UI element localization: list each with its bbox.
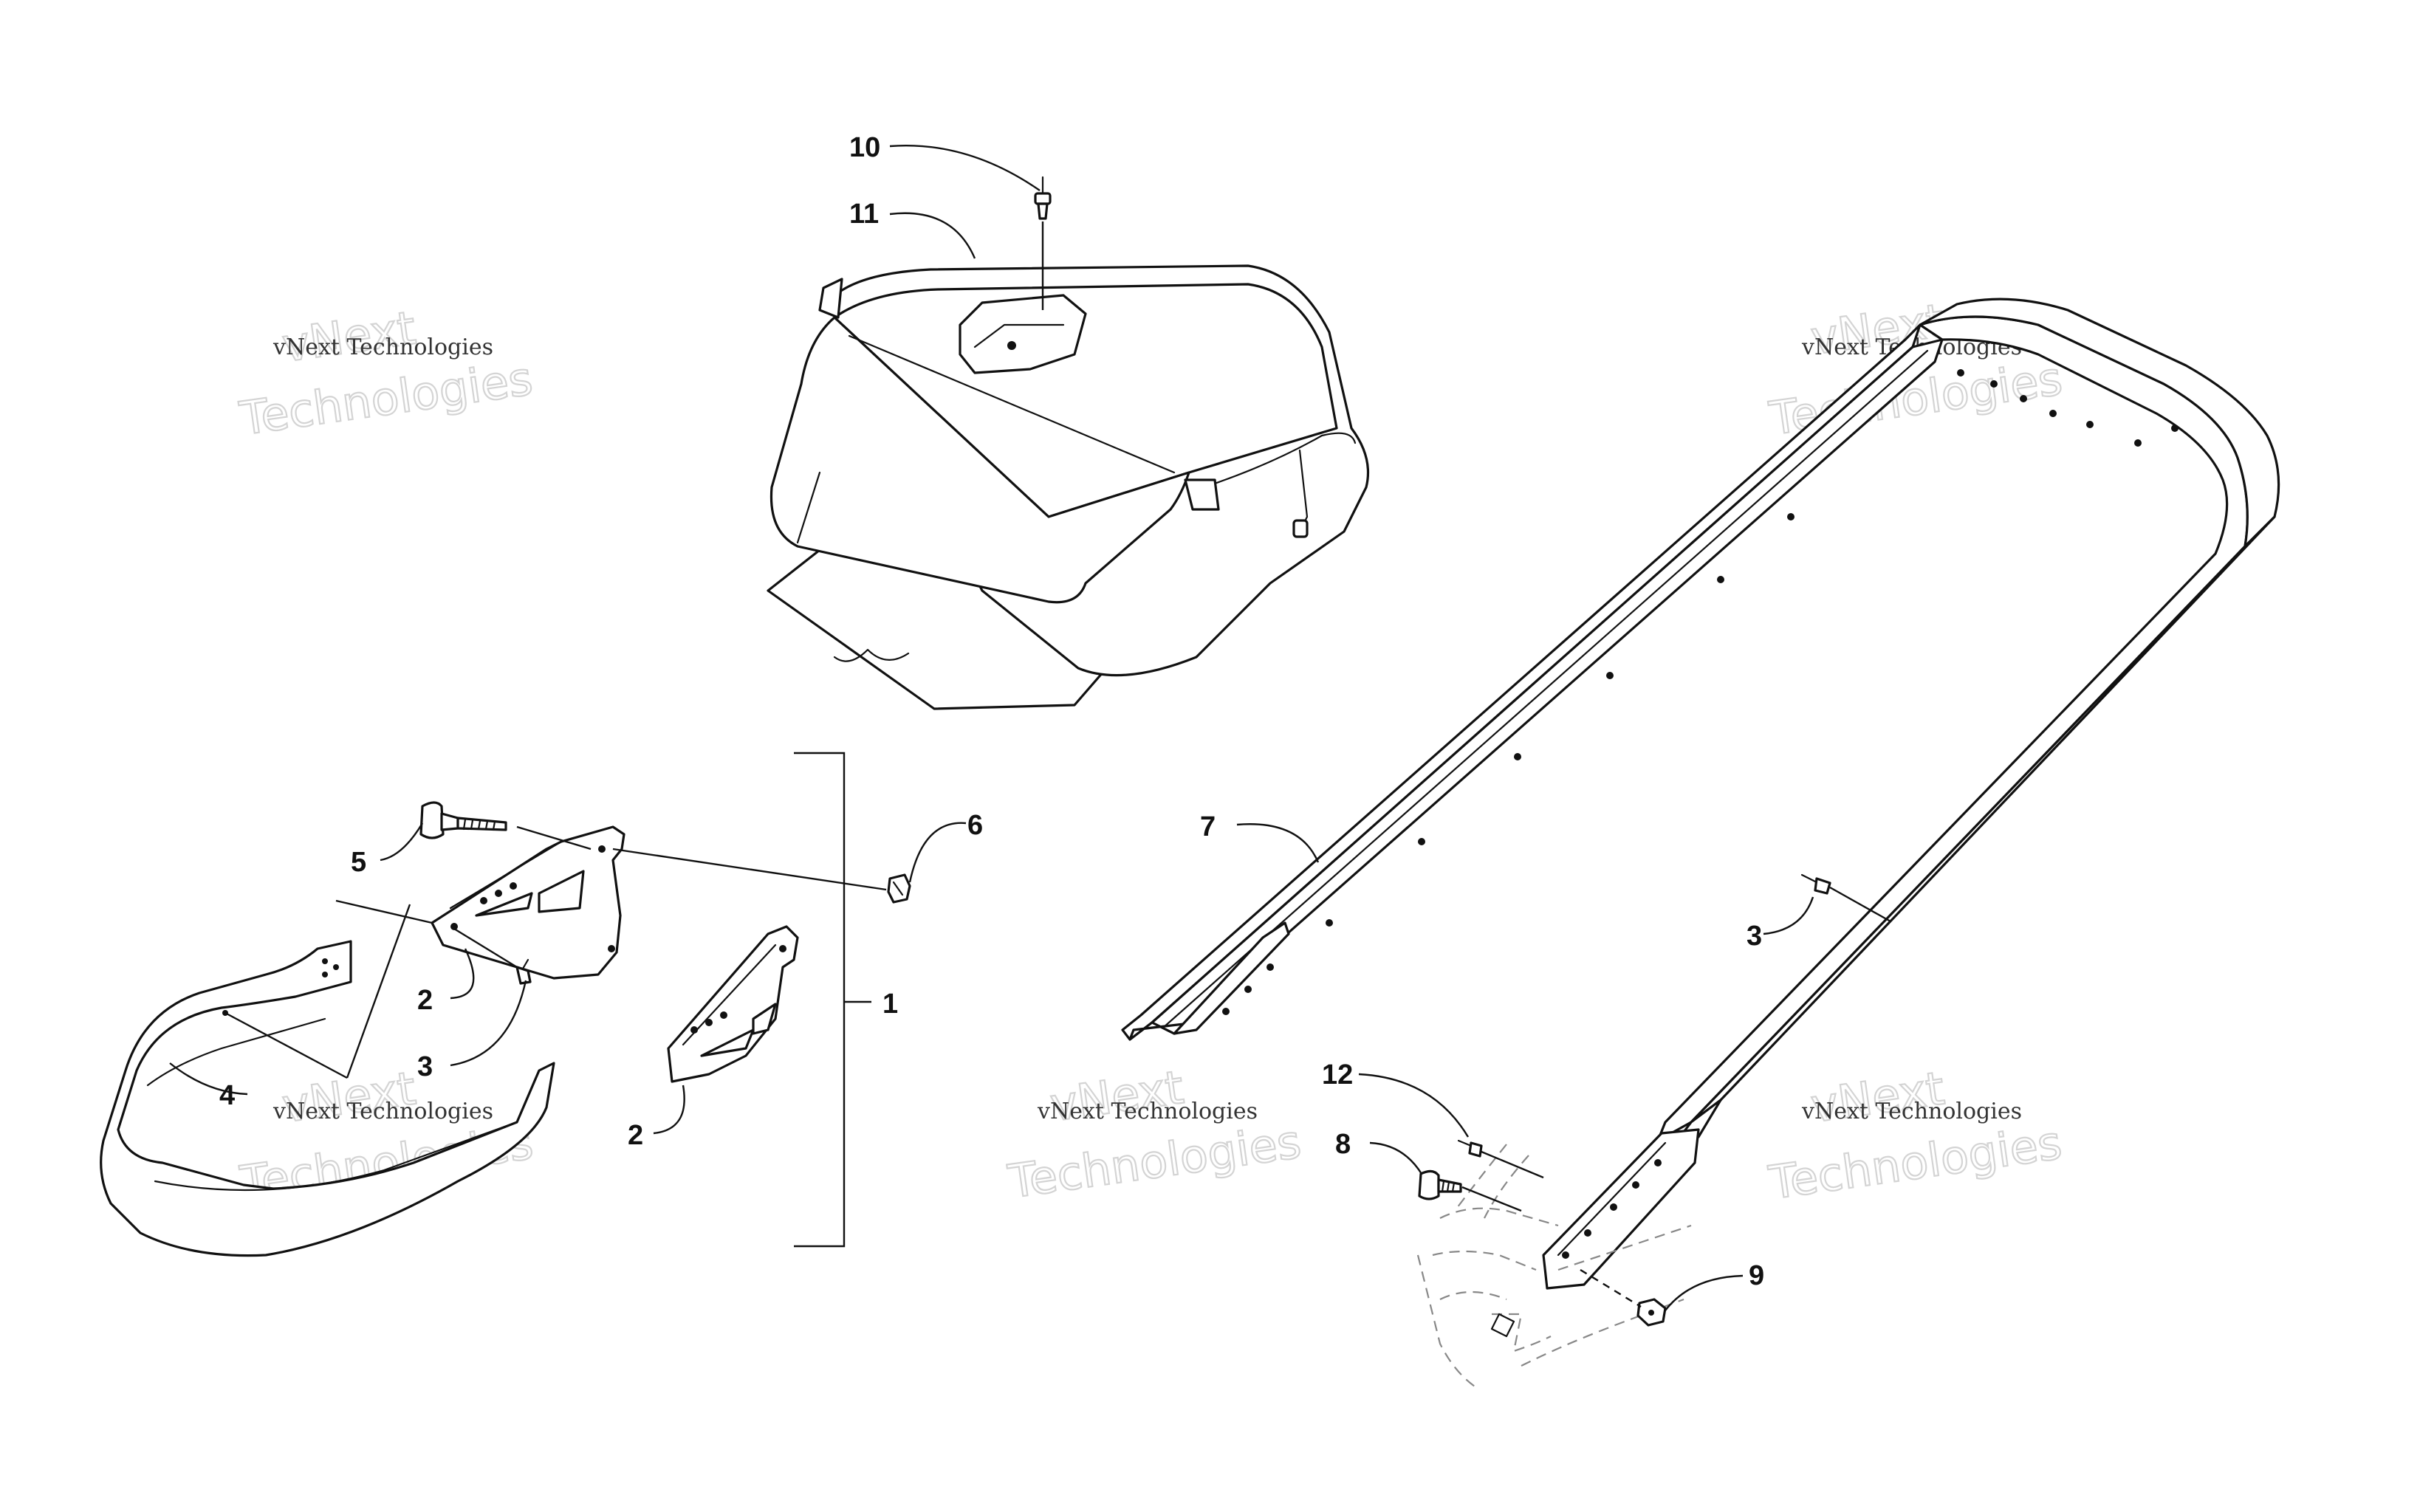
callout-8: 8: [1335, 1129, 1351, 1160]
callout-2-lower: 2: [628, 1120, 643, 1151]
rivet-3-left: [515, 958, 532, 985]
watermark-line2: vNext Technologies: [272, 334, 493, 360]
callout-4: 4: [219, 1080, 235, 1111]
screw-10: [1034, 176, 1052, 310]
callout-3-left: 3: [417, 1051, 433, 1082]
nut-6: [887, 873, 911, 904]
storage-bag: [767, 264, 1369, 710]
rivet-3-right: [1800, 873, 1891, 923]
assembly-lines-left: [224, 825, 887, 1079]
watermark-line2: vNext Technologies: [1037, 1099, 1258, 1124]
nut-9: [1580, 1268, 1667, 1327]
watermark-line2: vNext Technologies: [272, 1099, 493, 1124]
bolt-8: [1418, 1169, 1522, 1212]
watermark-line3: Technologies: [1005, 1114, 1305, 1209]
watermark-bottom-right: vNext vNext Technologies Technologies: [1765, 1060, 2066, 1211]
front-bumper: [100, 940, 555, 1257]
callouts: 10 11 6 5 2 3 4 1 2 7 3 12 8 9: [219, 132, 1764, 1291]
callout-5: 5: [351, 847, 366, 878]
callout-3-right: 3: [1747, 921, 1762, 952]
callout-6: 6: [967, 810, 983, 841]
watermark-bottom-center: vNext vNext Technologies Technologies: [1004, 1059, 1305, 1210]
callout-9: 9: [1749, 1260, 1764, 1291]
mounting-structure-ghost: [1416, 1144, 1692, 1389]
long-rail: [1121, 298, 2280, 1290]
watermark-top-left: vNext vNext Technologies Technologies: [236, 300, 537, 447]
bracket-upper: [431, 825, 625, 980]
watermark-line3: Technologies: [1766, 1116, 2066, 1210]
callout-7: 7: [1200, 811, 1216, 842]
callout-12: 12: [1322, 1059, 1353, 1090]
callout-1: 1: [882, 989, 898, 1020]
watermark-line2: vNext Technologies: [1801, 1099, 2022, 1124]
rivet-12: [1457, 1139, 1544, 1179]
group-bracket-1: [794, 752, 871, 1248]
watermark-line3: Technologies: [236, 351, 536, 446]
callout-10: 10: [849, 132, 880, 163]
leader-lines: [169, 145, 1814, 1311]
callout-2-upper: 2: [417, 985, 433, 1016]
bolt-5: [419, 801, 507, 839]
bracket-lower: [667, 925, 799, 1083]
callout-11: 11: [849, 199, 879, 230]
